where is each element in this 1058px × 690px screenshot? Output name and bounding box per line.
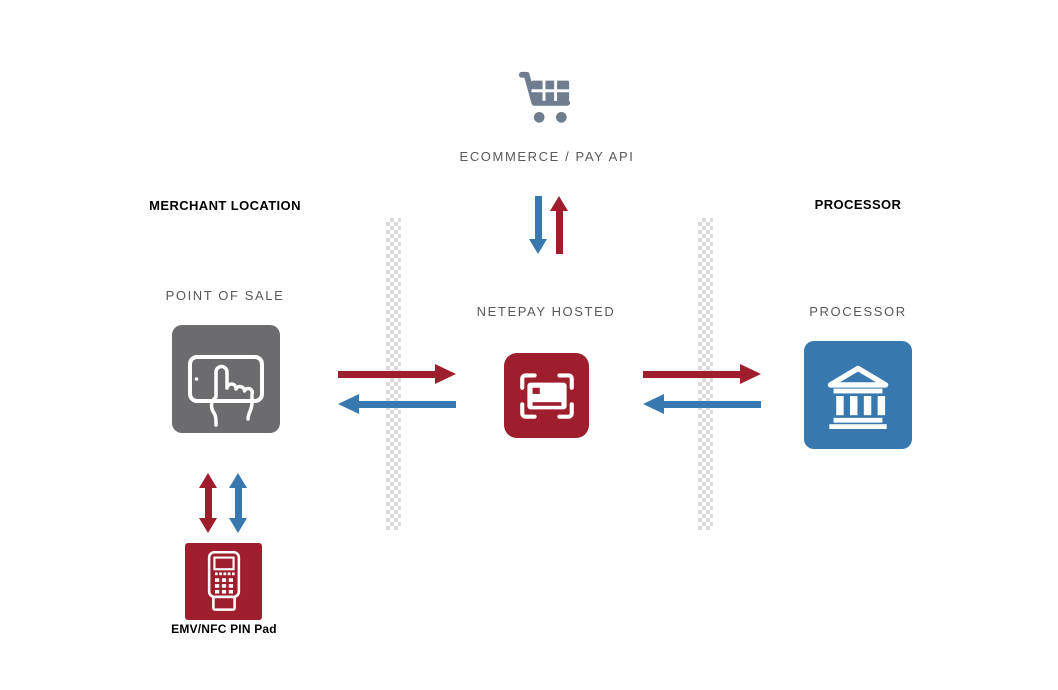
bank-icon [827, 365, 889, 429]
processor-header: PROCESSOR [814, 197, 902, 212]
netepay-label: NETEPAY HOSTED [476, 304, 616, 319]
shopping-cart-icon [515, 70, 573, 126]
flow-arrow-ecommerce-to-netepay [529, 196, 547, 254]
pinpad-label: EMV/NFC PIN Pad [171, 622, 277, 636]
ecommerce-label: ECOMMERCE / PAY API [459, 149, 635, 164]
flow-arrow-pos-pinpad-blue [229, 473, 247, 533]
flow-arrow-pos-to-netepay [338, 364, 456, 384]
pinpad-node [185, 543, 262, 620]
flow-arrow-processor-to-netepay [643, 394, 761, 414]
pos-label: POINT OF SALE [165, 288, 285, 303]
card-capture-icon [519, 372, 574, 419]
flow-arrow-netepay-to-pos [338, 394, 456, 414]
payment-terminal-icon [207, 550, 240, 611]
processor-label: PROCESSOR [809, 304, 907, 319]
merchant-location-header: MERCHANT LOCATION [149, 198, 301, 213]
processor-node [804, 341, 912, 449]
netepay-node [504, 353, 589, 438]
pos-node [172, 325, 280, 433]
flow-arrow-netepay-to-processor [643, 364, 761, 384]
flow-arrow-pos-pinpad-red [199, 473, 217, 533]
flow-arrow-netepay-to-ecommerce [550, 196, 568, 254]
shopping-cart-icon-svg [518, 71, 571, 123]
touchscreen-pos-icon [188, 355, 264, 427]
